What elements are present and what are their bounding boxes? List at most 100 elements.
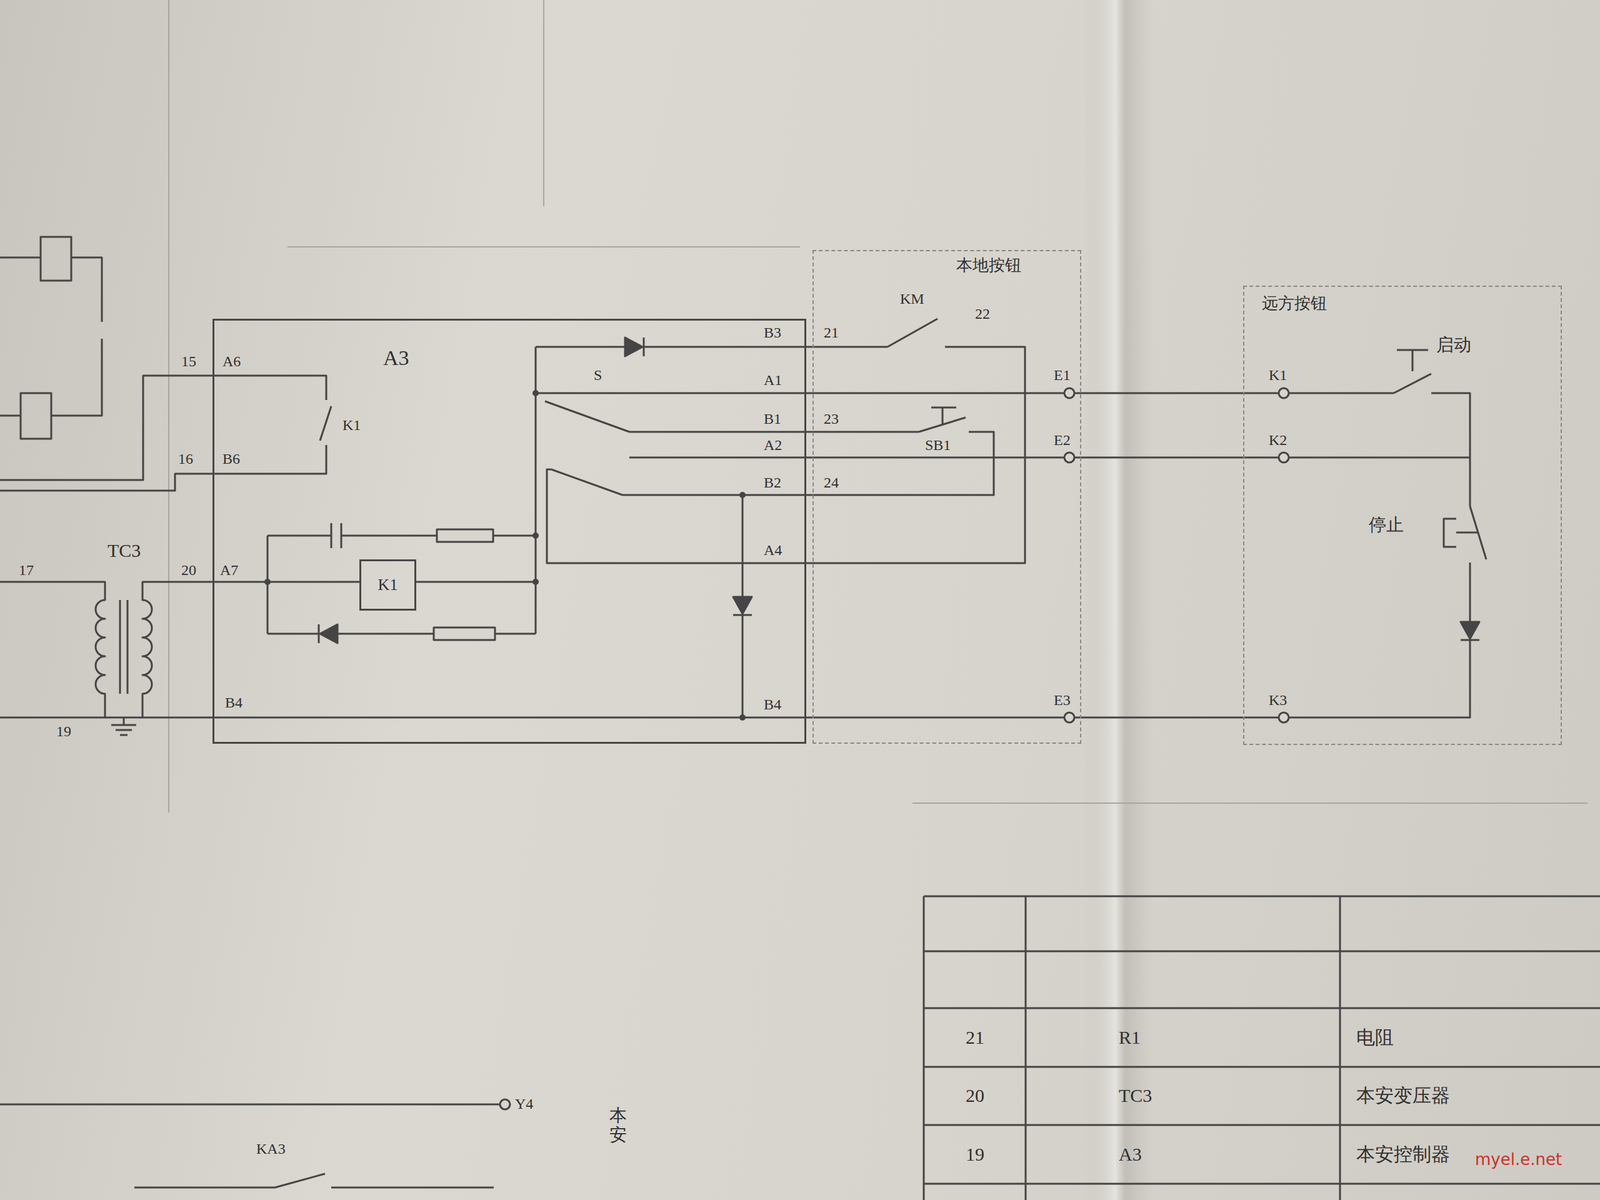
wire <box>267 535 536 537</box>
terminal-label: B1 <box>763 411 782 427</box>
contact-blade <box>320 406 332 441</box>
terminal-label: E2 <box>1053 432 1071 448</box>
table-cell: TC3 <box>1118 1086 1152 1105</box>
remote-button-panel: 远方按钮 <box>1243 285 1562 745</box>
terminals <box>500 388 1289 1110</box>
node-title: A3 <box>383 345 410 370</box>
terminal-label: 22 <box>975 306 990 322</box>
coil-symbol <box>20 393 52 439</box>
junction-dot <box>264 578 271 585</box>
terminal-label: 15 <box>181 353 197 369</box>
pushbutton-symbol <box>918 407 966 432</box>
terminal-label: E1 <box>1053 367 1071 383</box>
wire <box>629 456 1082 459</box>
diode-symbol <box>733 596 752 614</box>
pushbutton-symbol <box>1443 506 1487 560</box>
connector-wire <box>1081 392 1244 395</box>
terminal-label: S <box>593 367 602 383</box>
terminal-label: A2 <box>763 437 782 453</box>
terminal-circle <box>1064 388 1075 399</box>
terminal-label: E3 <box>1053 692 1071 708</box>
guide-line <box>168 0 170 813</box>
table-cell: 19 <box>965 1145 985 1164</box>
terminal-circle <box>1278 712 1289 723</box>
wire <box>0 257 102 416</box>
terminal-label: A7 <box>220 562 239 578</box>
terminal-label: 17 <box>18 562 34 578</box>
paper-fold <box>1084 0 1154 1200</box>
diode-bar <box>1460 639 1480 642</box>
pushbutton-symbol <box>1393 350 1432 394</box>
junction-dot <box>532 532 539 539</box>
table-cell: A3 <box>1118 1145 1142 1164</box>
switch-blade <box>545 401 630 495</box>
diode-bar <box>643 337 645 357</box>
resistor-symbol <box>433 627 495 640</box>
diode-bar <box>733 614 752 617</box>
table-cell: 电阻 <box>1356 1028 1394 1047</box>
terminal-label: K3 <box>1268 692 1287 708</box>
diode-symbol <box>1460 621 1480 639</box>
terminal-label: B4 <box>225 695 243 710</box>
terminal-label: 23 <box>823 411 839 427</box>
terminal-label: B4 <box>763 696 782 712</box>
terminal-label: A4 <box>763 542 782 558</box>
junction-dot <box>739 491 746 499</box>
terminal-label: TC3 <box>107 541 141 560</box>
table-grid <box>923 896 1600 1200</box>
wire <box>535 346 537 634</box>
relay-coil: K1 <box>359 559 417 611</box>
terminal-label: 20 <box>181 562 197 578</box>
wire <box>0 375 327 491</box>
bus-wire <box>142 716 1082 719</box>
terminal-label: A6 <box>222 353 241 369</box>
junction-dot <box>532 390 539 397</box>
terminal-circle <box>1278 452 1289 463</box>
terminal-label: 19 <box>56 723 72 739</box>
terminal-label: KM <box>900 291 925 307</box>
node-title: K1 <box>378 575 399 595</box>
wires <box>0 236 1600 1200</box>
button-label: 停止 <box>1368 516 1404 534</box>
transformer-primary <box>0 581 105 718</box>
node-title: 本地按钮 <box>956 256 1022 275</box>
terminal-label: 16 <box>178 451 194 467</box>
junction-dots <box>264 390 746 721</box>
table-cell: R1 <box>1118 1028 1141 1047</box>
terminal-label: SB1 <box>925 437 951 453</box>
transformer-secondary <box>142 581 268 718</box>
connector-wire <box>1081 456 1244 459</box>
watermark: myel.e.net <box>1475 1151 1562 1168</box>
terminal-circle <box>500 1099 510 1110</box>
wire <box>1243 456 1470 459</box>
diode-symbol <box>625 337 643 357</box>
resistor-symbol <box>436 529 494 542</box>
guide-line <box>543 0 545 207</box>
terminal-label: 21 <box>823 325 839 340</box>
table-cell: 本安变压器 <box>1356 1086 1450 1105</box>
terminal-circle <box>1064 452 1075 463</box>
terminal-label: K2 <box>1268 432 1287 448</box>
guide-line <box>287 246 800 248</box>
terminal-label: K1 <box>342 417 361 433</box>
transformer-core <box>120 600 128 694</box>
terminal-label: B6 <box>222 451 240 467</box>
connector-wire <box>1081 716 1244 719</box>
button-label: 启动 <box>1436 336 1472 354</box>
terminal-label: B2 <box>763 475 782 490</box>
contact-blade <box>887 318 938 347</box>
terminal-circle <box>1064 712 1075 723</box>
coil-symbol <box>40 236 72 281</box>
ground-symbol <box>105 717 143 735</box>
junction-dot <box>532 578 539 585</box>
faint-guide-lines <box>168 0 1588 813</box>
controller-box: A3K1 <box>212 318 807 744</box>
local-button-panel: 本地按钮 <box>812 250 1082 744</box>
wire <box>267 581 536 584</box>
guide-line <box>912 802 1588 804</box>
table-cell: 本安控制器 <box>1356 1145 1450 1164</box>
